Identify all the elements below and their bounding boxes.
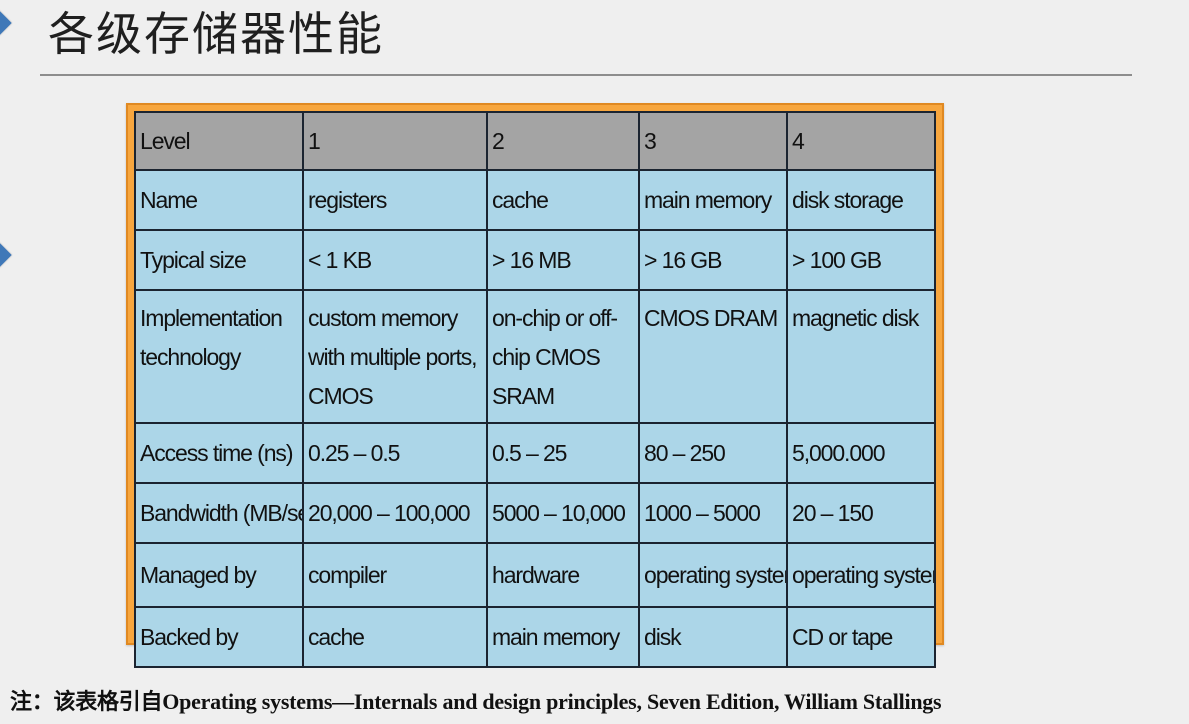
table-cell: Backed by: [134, 606, 304, 668]
table-cell: 20 – 150: [786, 482, 936, 544]
table-cell: 0.5 – 25: [486, 422, 640, 484]
table-cell: 0.25 – 0.5: [302, 422, 488, 484]
table-cell: hardware: [486, 542, 640, 608]
table-cell: > 100 GB: [786, 229, 936, 291]
table-row: Bandwidth (MB/sec) 20,000 – 100,000 5000…: [134, 482, 936, 544]
table-cell: 5,000.000: [786, 422, 936, 484]
page-title: 各级存储器性能: [48, 7, 384, 61]
slide-edge-marker: [0, 242, 12, 268]
table-cell: > 16 MB: [486, 229, 640, 291]
table-cell: cache: [302, 606, 488, 668]
table-cell: > 16 GB: [638, 229, 788, 291]
table-cell: on-chip or off-chip CMOS SRAM: [486, 289, 640, 424]
table-cell: custom memory with multiple ports, CMOS: [302, 289, 488, 424]
table-row: Name registers cache main memory disk st…: [134, 169, 936, 231]
table-row: Managed by compiler hardware operating s…: [134, 542, 936, 608]
table-cell: registers: [302, 169, 488, 231]
footnote: 注：该表格引自Operating systems—Internals and d…: [10, 689, 942, 714]
table-header-cell: 2: [486, 111, 640, 171]
table-header-cell: 3: [638, 111, 788, 171]
title-divider: [40, 74, 1132, 76]
table-header-cell: 1: [302, 111, 488, 171]
table-row: Backed by cache main memory disk CD or t…: [134, 606, 936, 668]
table-cell: Name: [134, 169, 304, 231]
table-frame: Level 1 2 3 4 Name registers cache main …: [126, 103, 944, 668]
table-cell: disk storage: [786, 169, 936, 231]
table-row: Typical size < 1 KB > 16 MB > 16 GB > 10…: [134, 229, 936, 291]
table-cell: compiler: [302, 542, 488, 608]
table-cell: Typical size: [134, 229, 304, 291]
table-cell: Implementation technology: [134, 289, 304, 424]
table-header-cell: Level: [134, 111, 304, 171]
memory-performance-table: Level 1 2 3 4 Name registers cache main …: [134, 111, 936, 668]
table-cell: magnetic disk: [786, 289, 936, 424]
table-cell: cache: [486, 169, 640, 231]
table-cell: Access time (ns): [134, 422, 304, 484]
table-row: Access time (ns) 0.25 – 0.5 0.5 – 25 80 …: [134, 422, 936, 484]
slide-edge-marker: [0, 10, 12, 36]
table-cell: 1000 – 5000: [638, 482, 788, 544]
table-cell: operating system: [786, 542, 936, 608]
table-cell: disk: [638, 606, 788, 668]
table-cell: 5000 – 10,000: [486, 482, 640, 544]
table-cell: 80 – 250: [638, 422, 788, 484]
table-cell: operating system: [638, 542, 788, 608]
table-cell: Bandwidth (MB/sec): [134, 482, 304, 544]
table-header-row: Level 1 2 3 4: [134, 111, 936, 171]
table-cell: CMOS DRAM: [638, 289, 788, 424]
table-cell: 20,000 – 100,000: [302, 482, 488, 544]
table-cell: Managed by: [134, 542, 304, 608]
table-header-cell: 4: [786, 111, 936, 171]
table-cell: main memory: [638, 169, 788, 231]
table-cell: < 1 KB: [302, 229, 488, 291]
table-row: Implementation technology custom memory …: [134, 289, 936, 424]
table-cell: main memory: [486, 606, 640, 668]
table-cell: CD or tape: [786, 606, 936, 668]
